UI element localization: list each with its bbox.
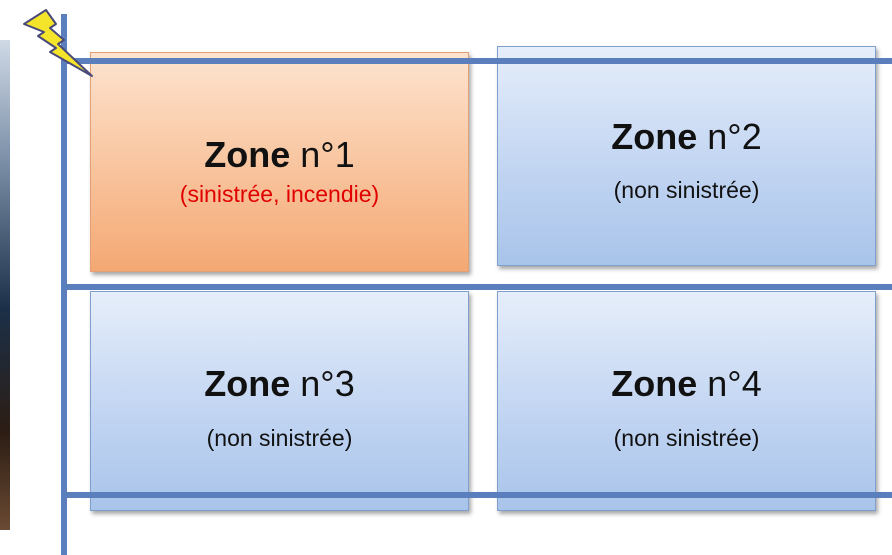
zone-4-label: Zone bbox=[611, 363, 698, 404]
zone-2-number: n°2 bbox=[707, 116, 762, 157]
background-photo-strip bbox=[0, 40, 10, 530]
zone-3-label: Zone bbox=[204, 363, 291, 404]
zone-1-status: (sinistrée, incendie) bbox=[179, 181, 380, 207]
zone-4-box: Zone n°4 (non sinistrée) bbox=[497, 291, 876, 511]
zone-1-number: n°1 bbox=[300, 134, 355, 175]
zone-3-box: Zone n°3 (non sinistrée) bbox=[90, 291, 469, 511]
zone-2-label: Zone bbox=[611, 116, 698, 157]
zone-4-number: n°4 bbox=[707, 363, 762, 404]
zone-4-title: Zone n°4 bbox=[498, 364, 875, 404]
lightning-bolt-icon bbox=[23, 9, 93, 77]
grid-horizontal-line-top bbox=[61, 58, 892, 64]
zone-1-box: Zone n°1 (sinistrée, incendie) bbox=[90, 52, 469, 272]
zone-4-status: (non sinistrée) bbox=[613, 425, 760, 451]
grid-horizontal-line-bottom bbox=[61, 492, 892, 498]
grid-horizontal-line-middle bbox=[61, 284, 892, 290]
zone-3-number: n°3 bbox=[300, 363, 355, 404]
zone-1-label: Zone bbox=[204, 134, 291, 175]
zone-3-title: Zone n°3 bbox=[91, 364, 468, 404]
zone-2-box: Zone n°2 (non sinistrée) bbox=[497, 46, 876, 266]
zone-2-status: (non sinistrée) bbox=[613, 177, 760, 203]
zone-2-title: Zone n°2 bbox=[498, 117, 875, 157]
zone-3-status: (non sinistrée) bbox=[206, 425, 353, 451]
zone-1-title: Zone n°1 bbox=[91, 135, 468, 175]
